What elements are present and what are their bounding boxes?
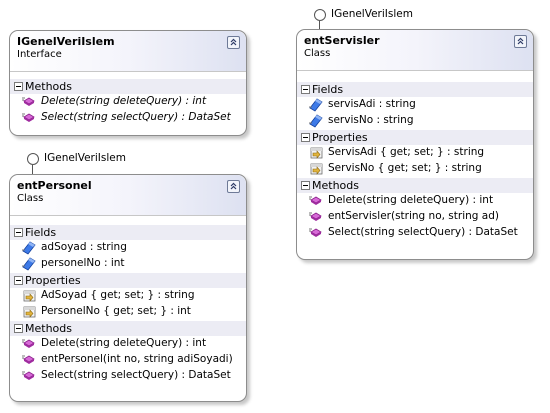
section-title: Fields	[312, 83, 344, 96]
member-row[interactable]: ServisAdi { get; set; } : string	[297, 145, 533, 161]
properties-section: Properties ServisAdi { get; set; } : str…	[297, 130, 533, 177]
member-text: servisAdi : string	[328, 98, 416, 110]
class-box-entservisler[interactable]: entServisler Class Fields servisAdi : st…	[296, 29, 534, 260]
property-icon	[309, 146, 323, 160]
section-title: Methods	[25, 80, 72, 93]
property-icon	[22, 289, 36, 303]
collapse-chevron-icon[interactable]	[514, 35, 527, 48]
section-title: Methods	[25, 322, 72, 335]
method-icon	[22, 95, 36, 109]
class-name: entPersonel	[17, 179, 92, 192]
member-row[interactable]: ServisNo { get; set; } : string	[297, 161, 533, 177]
member-text: Delete(string deleteQuery) : int	[41, 337, 207, 349]
method-icon	[309, 194, 323, 208]
method-icon	[22, 369, 36, 383]
member-row[interactable]: PersonelNo { get; set; } : int	[10, 304, 246, 320]
method-icon	[22, 111, 36, 125]
field-icon	[22, 241, 36, 255]
class-header: entServisler Class	[297, 30, 533, 71]
methods-section: Methods Delete(string deleteQuery) : int…	[10, 79, 246, 126]
member-text: entPersonel(int no, string adiSoyadi)	[41, 353, 233, 365]
interface-box-igenelveriislem[interactable]: IGenelVeriIslem Interface Methods Delete…	[9, 30, 247, 136]
member-row[interactable]: Delete(string deleteQuery) : int	[10, 336, 246, 352]
method-icon	[22, 337, 36, 351]
member-row[interactable]: entServisler(string no, string ad)	[297, 209, 533, 225]
section-title: Properties	[25, 274, 81, 287]
field-icon	[22, 257, 36, 271]
class-box-entpersonel[interactable]: entPersonel Class Fields adSoyad : strin…	[9, 174, 247, 402]
property-icon	[22, 305, 36, 319]
methods-section: Methods Delete(string deleteQuery) : int…	[10, 321, 246, 384]
collapse-minus-icon[interactable]	[14, 324, 23, 333]
member-text: Select(string selectQuery) : DataSet	[41, 111, 231, 123]
class-kind: Class	[17, 193, 44, 204]
member-row[interactable]: Select(string selectQuery) : DataSet	[10, 368, 246, 384]
member-row[interactable]: servisNo : string	[297, 113, 533, 129]
collapse-minus-icon[interactable]	[301, 85, 310, 94]
collapse-minus-icon[interactable]	[14, 276, 23, 285]
collapse-minus-icon[interactable]	[301, 133, 310, 142]
member-row[interactable]: AdSoyad { get; set; } : string	[10, 288, 246, 304]
lollipop-line	[32, 165, 33, 179]
member-text: Select(string selectQuery) : DataSet	[41, 369, 231, 381]
member-row[interactable]: adSoyad : string	[10, 240, 246, 256]
interface-header: IGenelVeriIslem Interface	[10, 31, 246, 72]
member-text: personelNo : int	[41, 257, 125, 269]
member-row[interactable]: servisAdi : string	[297, 97, 533, 113]
method-icon	[309, 226, 323, 240]
member-row[interactable]: Select(string selectQuery) : DataSet	[10, 110, 246, 126]
member-row[interactable]: Delete(string deleteQuery) : int	[10, 94, 246, 110]
lollipop-circle-icon	[27, 153, 39, 165]
member-text: Select(string selectQuery) : DataSet	[328, 226, 518, 238]
section-title: Methods	[312, 179, 359, 192]
fields-section-header[interactable]: Fields	[10, 225, 246, 240]
lollipop-line	[319, 21, 320, 34]
member-text: AdSoyad { get; set; } : string	[41, 289, 195, 301]
member-text: Delete(string deleteQuery) : int	[328, 194, 494, 206]
properties-section-header[interactable]: Properties	[10, 273, 246, 288]
lollipop-circle-icon	[314, 9, 326, 21]
member-row[interactable]: entPersonel(int no, string adiSoyadi)	[10, 352, 246, 368]
interface-kind: Interface	[17, 49, 62, 60]
method-icon	[309, 210, 323, 224]
methods-section-header[interactable]: Methods	[10, 79, 246, 94]
section-title: Fields	[25, 226, 57, 239]
member-text: ServisAdi { get; set; } : string	[328, 146, 485, 158]
member-text: Delete(string deleteQuery) : int	[41, 95, 207, 107]
member-text: servisNo : string	[328, 114, 414, 126]
member-text: ServisNo { get; set; } : string	[328, 162, 482, 174]
collapse-chevron-icon[interactable]	[227, 36, 240, 49]
class-name: entServisler	[304, 34, 380, 47]
lollipop-label: IGenelVeriIslem	[331, 8, 413, 20]
property-icon	[309, 162, 323, 176]
collapse-chevron-icon[interactable]	[227, 180, 240, 193]
member-text: adSoyad : string	[41, 241, 127, 253]
method-icon	[22, 353, 36, 367]
methods-section-header[interactable]: Methods	[10, 321, 246, 336]
field-icon	[309, 98, 323, 112]
fields-section: Fields servisAdi : string servisNo : str…	[297, 82, 533, 129]
member-row[interactable]: Delete(string deleteQuery) : int	[297, 193, 533, 209]
methods-section-header[interactable]: Methods	[297, 178, 533, 193]
member-row[interactable]: personelNo : int	[10, 256, 246, 272]
fields-section-header[interactable]: Fields	[297, 82, 533, 97]
field-icon	[309, 114, 323, 128]
collapse-minus-icon[interactable]	[14, 82, 23, 91]
interface-name: IGenelVeriIslem	[17, 35, 115, 48]
class-header: entPersonel Class	[10, 175, 246, 216]
fields-section: Fields adSoyad : string personelNo : int	[10, 225, 246, 272]
member-row[interactable]: Select(string selectQuery) : DataSet	[297, 225, 533, 241]
properties-section: Properties AdSoyad { get; set; } : strin…	[10, 273, 246, 320]
section-title: Properties	[312, 131, 368, 144]
collapse-minus-icon[interactable]	[14, 228, 23, 237]
methods-section: Methods Delete(string deleteQuery) : int…	[297, 178, 533, 241]
properties-section-header[interactable]: Properties	[297, 130, 533, 145]
class-kind: Class	[304, 48, 331, 59]
lollipop-label: IGenelVeriIslem	[44, 152, 126, 164]
member-text: entServisler(string no, string ad)	[328, 210, 499, 222]
collapse-minus-icon[interactable]	[301, 181, 310, 190]
member-text: PersonelNo { get; set; } : int	[41, 305, 191, 317]
